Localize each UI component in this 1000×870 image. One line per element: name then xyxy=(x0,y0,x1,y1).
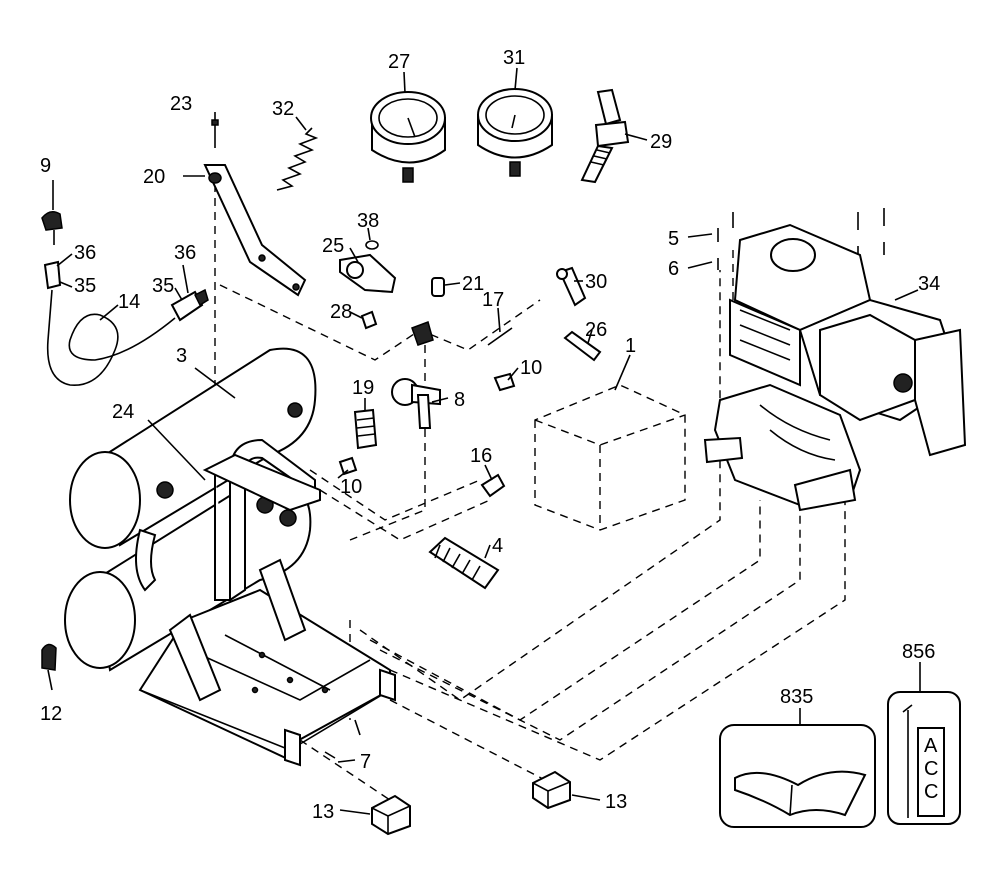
label-part-23: 23 xyxy=(170,93,192,115)
label-part-856: 856 xyxy=(902,641,935,663)
part-23-screw xyxy=(211,119,219,148)
label-part-3: 3 xyxy=(176,345,187,367)
label-part-25: 25 xyxy=(322,235,344,257)
part-4-muffler xyxy=(428,536,500,590)
label-part-1: 1 xyxy=(625,335,636,357)
leader-lines xyxy=(47,67,921,815)
label-part-27: 27 xyxy=(388,51,410,73)
label-part-36-right: 36 xyxy=(174,242,196,264)
label-part-35-left: 35 xyxy=(74,275,96,297)
part-9-cap xyxy=(41,211,63,245)
label-part-835: 835 xyxy=(780,686,813,708)
part-20-bracket xyxy=(203,164,307,297)
label-part-9: 9 xyxy=(40,155,51,177)
part-835-manual xyxy=(719,724,876,828)
label-part-34: 34 xyxy=(918,273,940,295)
label-part-13-right: 13 xyxy=(605,791,627,813)
base-frame xyxy=(138,558,396,767)
part-13-foot-left xyxy=(371,794,411,836)
part-856-tag: A C C xyxy=(887,691,961,825)
label-part-24: 24 xyxy=(112,401,134,423)
label-part-30: 30 xyxy=(585,271,607,293)
label-part-12: 12 xyxy=(40,703,62,725)
part-1-placeholder-box xyxy=(534,384,686,531)
part-32-spring xyxy=(276,127,319,191)
label-part-36-left: 36 xyxy=(74,242,96,264)
label-part-8: 8 xyxy=(454,389,465,411)
label-part-6: 6 xyxy=(668,258,679,280)
label-part-17: 17 xyxy=(482,289,504,311)
label-part-5: 5 xyxy=(668,228,679,250)
part-28-fitting xyxy=(360,310,378,330)
part-31-gauge xyxy=(477,88,553,177)
tag-letter-2: C xyxy=(924,758,938,780)
label-part-10-lower: 10 xyxy=(340,476,362,498)
label-part-21: 21 xyxy=(462,273,484,295)
assembly-dashed-lines xyxy=(214,170,846,801)
part-29-safety-valve xyxy=(580,88,630,184)
part-34-engine xyxy=(703,223,967,512)
part-13-foot-right xyxy=(532,770,571,810)
pressure-switch-manifold xyxy=(391,321,441,429)
label-part-29: 29 xyxy=(650,131,672,153)
part-30-fitting xyxy=(556,266,587,307)
part-19-fitting xyxy=(353,408,378,450)
label-part-16: 16 xyxy=(470,445,492,467)
label-part-35-right: 35 xyxy=(152,275,174,297)
label-part-19: 19 xyxy=(352,377,374,399)
engine-screws xyxy=(717,208,885,270)
part-25-check-valve xyxy=(339,240,397,294)
part-7-bolts xyxy=(324,719,361,759)
label-part-4: 4 xyxy=(492,535,503,557)
part-14-hose xyxy=(43,260,209,386)
label-part-13-left: 13 xyxy=(312,801,334,823)
part-number-labels: 1 3 4 5 6 7 8 9 10 10 12 13 13 14 16 17 … xyxy=(40,47,940,823)
label-part-31: 31 xyxy=(503,47,525,69)
label-part-14: 14 xyxy=(118,291,140,313)
part-17-pin xyxy=(487,327,513,346)
label-part-7: 7 xyxy=(360,751,371,773)
part-21-plug xyxy=(431,277,445,297)
label-part-10-upper: 10 xyxy=(520,357,542,379)
label-part-38: 38 xyxy=(357,210,379,232)
part-27-gauge xyxy=(370,91,446,183)
tag-letter-3: C xyxy=(924,781,938,803)
label-part-28: 28 xyxy=(330,301,352,323)
part-16-fitting xyxy=(480,473,506,498)
part-10-elbow-lower xyxy=(338,456,358,476)
label-part-32: 32 xyxy=(272,98,294,120)
air-tank-assembly xyxy=(64,347,321,672)
label-part-26: 26 xyxy=(585,319,607,341)
part-12-drain-valve xyxy=(41,643,57,671)
label-part-20: 20 xyxy=(143,166,165,188)
tag-letter-1: A xyxy=(924,735,938,757)
part-26-tube xyxy=(563,330,602,362)
